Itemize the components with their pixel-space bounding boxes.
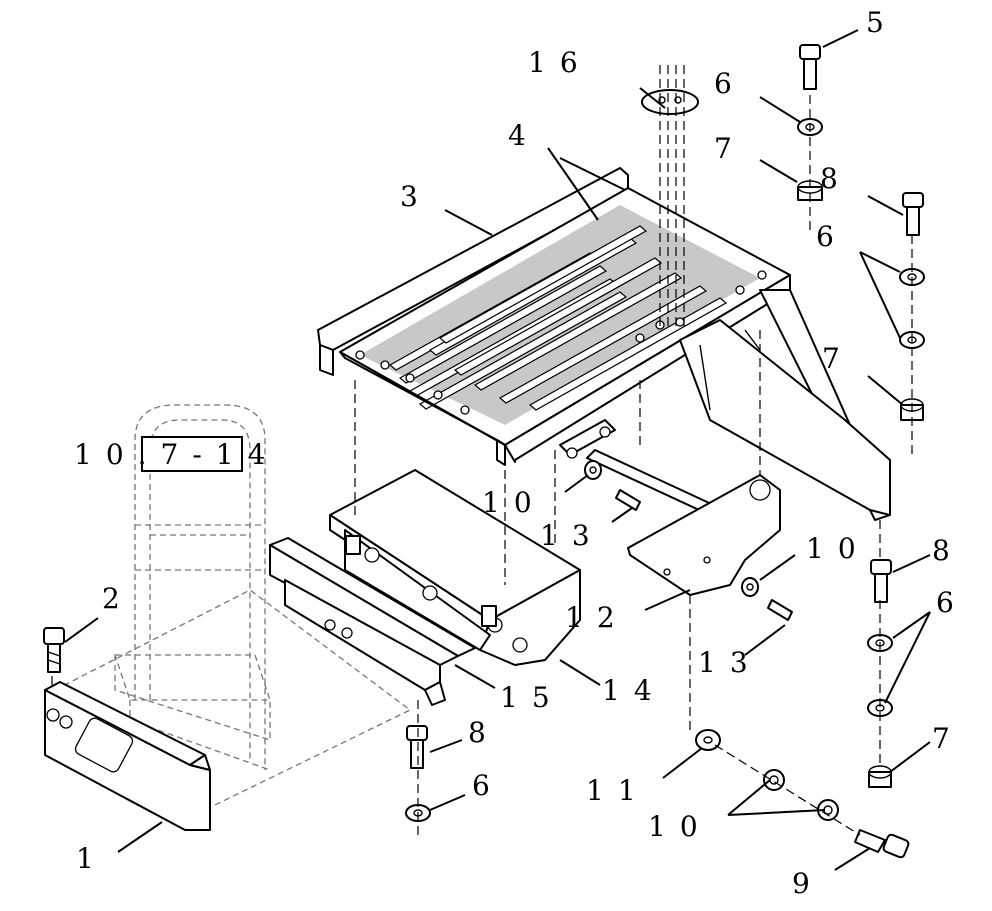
part-3-platform — [317, 167, 891, 521]
callout-8a: 8 — [820, 162, 852, 195]
callout-12: 12 — [565, 601, 629, 634]
callout-4: 4 — [508, 119, 540, 152]
callout-6b: 6 — [816, 220, 848, 253]
part-12-mount-bracket — [559, 419, 781, 596]
callout-10c: 10 — [648, 810, 712, 843]
reference-label: 10.7-14 — [74, 436, 279, 472]
part-15-angle-rail — [269, 537, 476, 706]
callout-13b: 13 — [698, 646, 762, 679]
callout-7c: 7 — [932, 722, 964, 755]
callout-9: 9 — [792, 867, 824, 900]
callout-6c: 6 — [936, 586, 968, 619]
part-14-inner-bracket — [329, 469, 581, 666]
callout-16: 16 — [528, 46, 592, 79]
callout-5: 5 — [866, 6, 898, 39]
callout-6d: 6 — [472, 769, 504, 802]
callout-6a: 6 — [714, 67, 746, 100]
callout-8b: 8 — [932, 534, 964, 567]
fasteners — [405, 44, 925, 859]
callout-10b: 10 — [806, 532, 870, 565]
platform-slots — [388, 225, 728, 411]
callout-13a: 13 — [540, 519, 604, 552]
callout-1: 1 — [76, 842, 108, 875]
callout-11: 11 — [586, 774, 650, 807]
callout-14: 14 — [602, 674, 666, 707]
callout-15: 15 — [500, 681, 564, 714]
callout-7a: 7 — [714, 132, 746, 165]
callout-2: 2 — [102, 582, 134, 615]
callout-8c: 8 — [468, 716, 500, 749]
callout-3: 3 — [400, 180, 432, 213]
assembly-lines — [354, 65, 913, 840]
leader-lines — [64, 29, 931, 871]
reference-text: 10.7-14 — [74, 438, 279, 471]
part-1-front-step — [44, 660, 211, 831]
callout-numbers: 1 2 3 4 5 6 6 6 6 7 7 7 8 8 8 9 10 10 10… — [76, 6, 968, 900]
part-2-bolt — [43, 627, 65, 673]
callout-7b: 7 — [822, 342, 854, 375]
callout-10a: 10 — [482, 486, 546, 519]
part-16-cap — [641, 89, 699, 115]
